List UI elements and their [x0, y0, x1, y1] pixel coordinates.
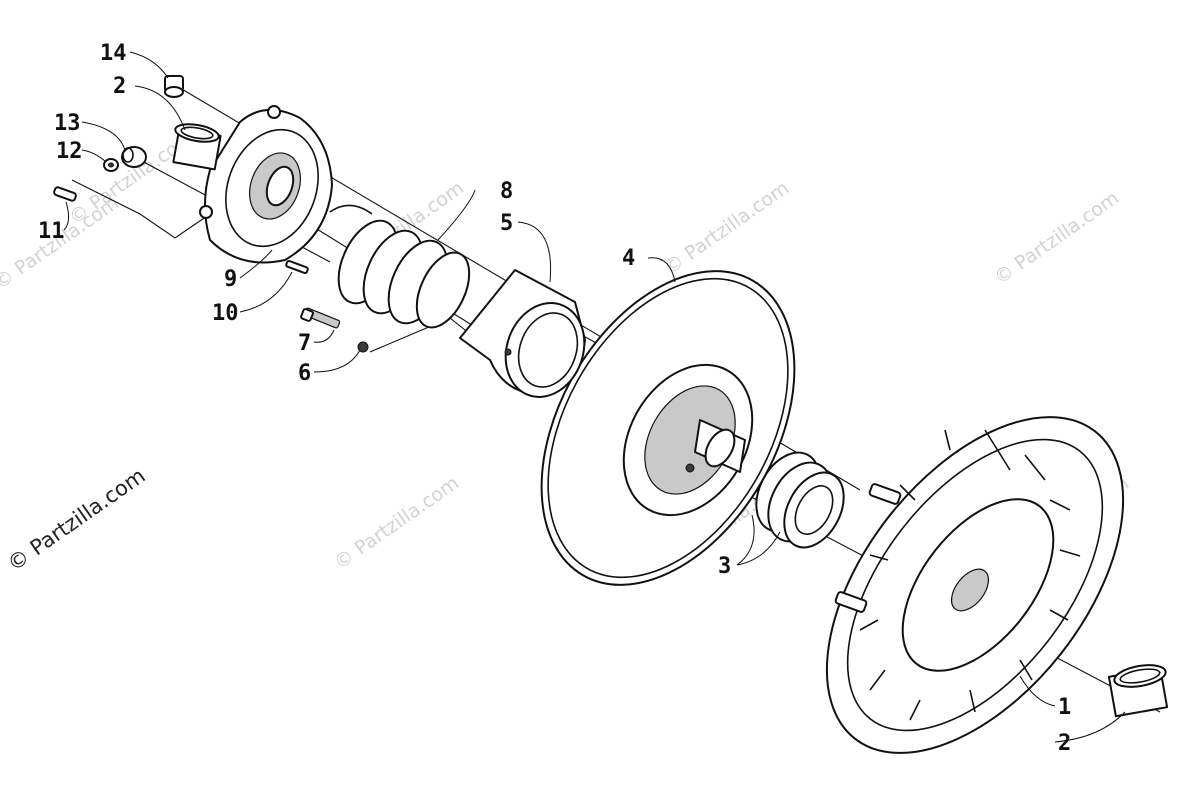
callout-4: 4 — [622, 246, 635, 271]
roller-14 — [164, 75, 184, 98]
callout-6: 6 — [298, 361, 311, 386]
spring-washers — [755, 451, 845, 549]
callout-8: 8 — [500, 179, 513, 204]
callout-13: 13 — [54, 111, 81, 136]
watermark-text: © Partzilla.com — [660, 177, 793, 279]
sheave-studs — [834, 483, 902, 613]
washer-12 — [103, 158, 119, 172]
watermark-text: © Partzilla.com — [990, 187, 1123, 289]
callout-2: 2 — [113, 74, 126, 99]
callout-14: 14 — [100, 41, 127, 66]
spider-plate — [199, 105, 333, 264]
fixed-sheave — [540, 270, 796, 586]
cap-screw-7 — [300, 307, 341, 329]
callout-11: 11 — [38, 219, 65, 244]
bushing-left — [172, 123, 222, 171]
roller-13 — [121, 146, 147, 168]
callout-10: 10 — [212, 301, 239, 326]
bushing-right — [1107, 664, 1169, 718]
callout-2: 2 — [1058, 731, 1071, 756]
watermark-text: © Partzilla.com — [330, 472, 463, 574]
secondary-sheave — [825, 416, 1125, 754]
callout-5: 5 — [500, 211, 513, 236]
watermark-text-prominent: © Partzilla.com — [3, 463, 150, 576]
nut-6 — [357, 341, 369, 353]
helix-cam — [459, 269, 586, 398]
roll-pin-10 — [285, 259, 309, 275]
pin-11 — [53, 186, 77, 202]
callout-12: 12 — [56, 139, 83, 164]
callout-9: 9 — [224, 267, 237, 292]
callout-labels: 14 2 13 12 11 9 10 8 5 7 6 4 3 1 2 — [38, 41, 1071, 756]
callout-1: 1 — [1058, 695, 1071, 720]
sheave-cooling-fins — [859, 429, 1081, 721]
leader-lines — [63, 51, 1126, 743]
callout-3: 3 — [718, 554, 731, 579]
coil-spring — [329, 204, 471, 329]
callout-7: 7 — [298, 331, 311, 356]
